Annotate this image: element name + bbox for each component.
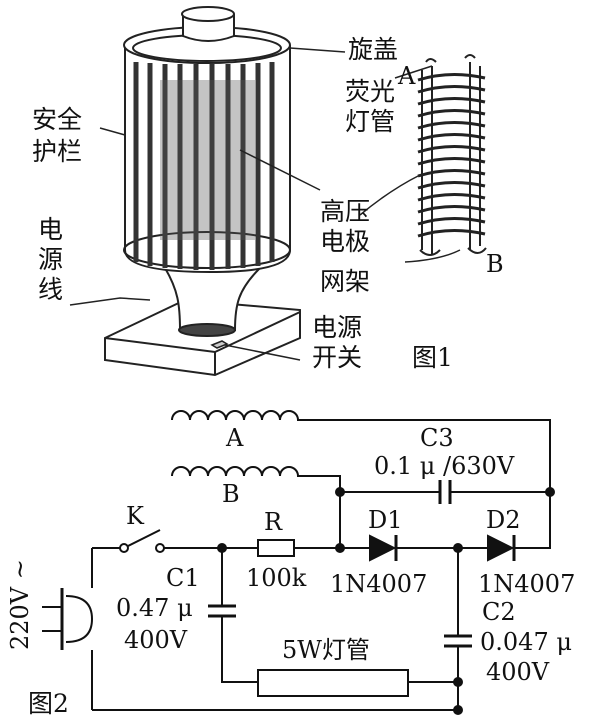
label-point-a: A <box>397 62 416 90</box>
safety-guard-cage <box>123 26 291 274</box>
label-c1-voltage: 400V <box>124 626 188 654</box>
label-electrode-line2: 电极 <box>320 227 370 256</box>
label-c1-value: 0.47 μ <box>116 594 193 622</box>
leader-lines <box>69 47 461 361</box>
label-lamp-line1: 荧光 <box>345 77 395 106</box>
label-cap: 旋盖 <box>348 35 398 64</box>
label-c3-value: 0.1 μ /630V <box>374 452 515 480</box>
label-c3-name: C3 <box>420 424 454 452</box>
electrode-frame <box>417 54 487 256</box>
label-guard-line2: 护栏 <box>32 137 82 166</box>
capacitor-c1 <box>208 604 236 618</box>
label-switch-line2: 开关 <box>312 343 362 372</box>
label-frame: 网架 <box>320 267 370 296</box>
diode-d1 <box>369 534 398 562</box>
label-c2-voltage: 400V <box>486 658 550 686</box>
neck <box>164 267 261 337</box>
label-lamp: 5W灯管 <box>282 636 370 664</box>
figure1-caption: 图1 <box>412 343 453 372</box>
junction-dots <box>217 487 555 715</box>
label-cord-line1: 电 <box>38 215 63 244</box>
label-resistor-value: 100k <box>246 564 307 592</box>
lamp-5w <box>257 669 409 697</box>
label-c2-name: C2 <box>482 598 516 626</box>
label-mains: 220V ~ <box>6 559 34 650</box>
capacitor-c2 <box>444 634 472 648</box>
label-lamp-line2: 灯管 <box>345 107 395 136</box>
label-switch-line1: 电源 <box>312 313 362 342</box>
diode-d2 <box>487 534 516 562</box>
label-coil-b: B <box>222 480 240 508</box>
capacitor-c3 <box>438 480 452 504</box>
label-d2-name: D2 <box>486 506 521 534</box>
figure2-caption: 图2 <box>28 689 69 718</box>
screw-cap <box>181 6 235 42</box>
figure-1 <box>69 6 487 377</box>
label-coil-a: A <box>225 424 244 452</box>
label-cord-line3: 线 <box>38 275 63 304</box>
label-point-b: B <box>486 250 504 278</box>
label-switch-k: K <box>126 502 145 530</box>
label-guard-line1: 安全 <box>32 105 82 134</box>
coil-b <box>171 466 341 492</box>
label-c2-value: 0.047 μ <box>480 628 572 656</box>
figure-2-circuit <box>42 410 551 711</box>
label-d1-name: D1 <box>368 506 403 534</box>
label-cord-line2: 源 <box>38 245 63 274</box>
base-plate <box>104 298 301 377</box>
label-resistor-name: R <box>264 508 283 536</box>
coil-a <box>171 410 551 492</box>
label-d2-part: 1N4007 <box>478 570 575 598</box>
switch-k <box>120 529 222 549</box>
resistor-r <box>257 539 295 557</box>
label-electrode-line1: 高压 <box>320 197 370 226</box>
label-c1-name: C1 <box>166 564 200 592</box>
label-d1-part: 1N4007 <box>330 570 427 598</box>
